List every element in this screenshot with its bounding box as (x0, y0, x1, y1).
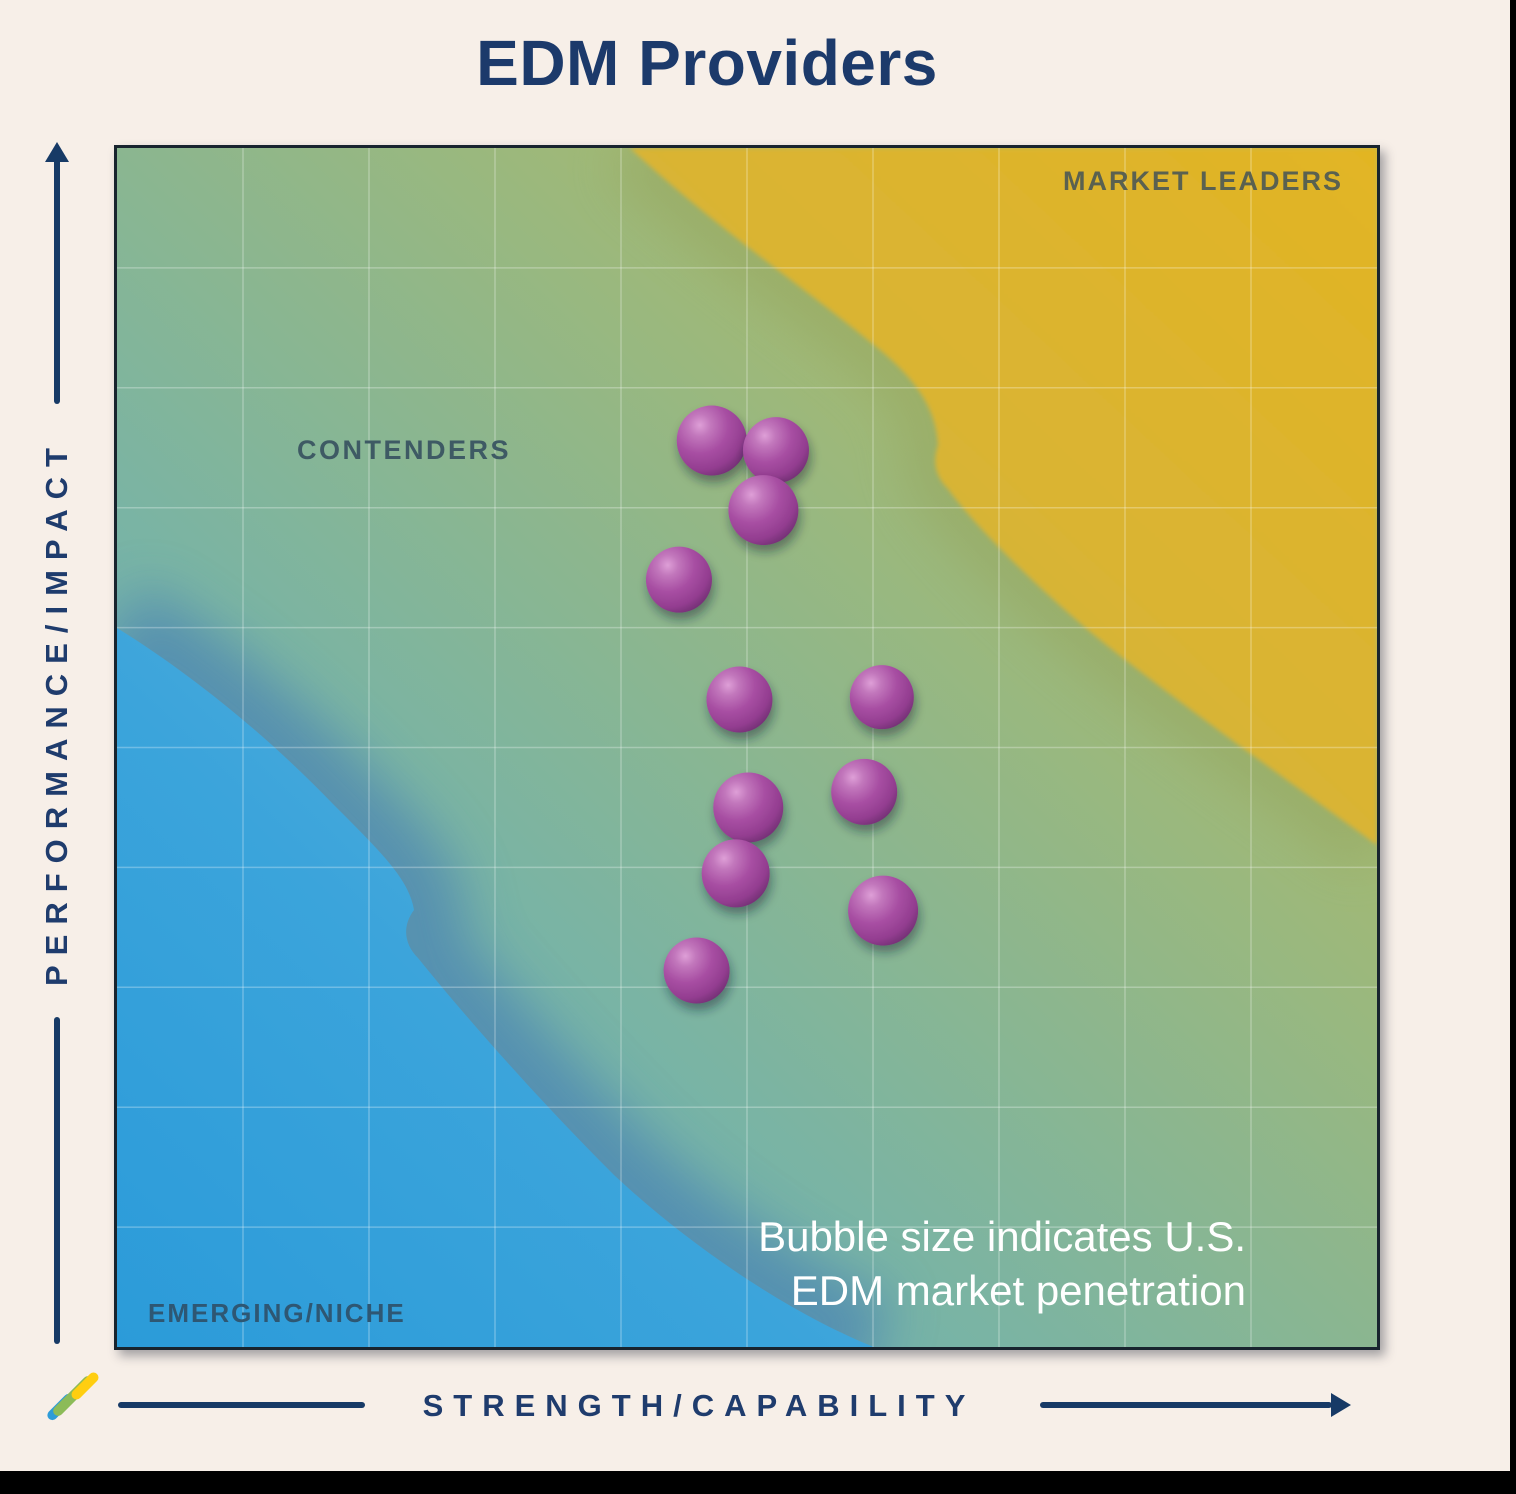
annotation-line-1: Bubble size indicates U.S. (758, 1213, 1246, 1260)
market-leaders-region (630, 148, 1377, 845)
provider-bubble (676, 405, 747, 476)
annotation-line-2: EDM market penetration (790, 1267, 1246, 1314)
y-axis-arrow-icon (45, 142, 69, 162)
page-title: EDM Providers (476, 27, 938, 99)
provider-bubble (849, 665, 914, 730)
provider-bubble (701, 839, 770, 908)
y-axis-line-top (54, 159, 60, 404)
provider-bubble (706, 666, 773, 733)
quadrant-label-emerging-niche: EMERGING/NICHE (148, 1298, 406, 1328)
quadrant-chart: MARKET LEADERS CONTENDERS EMERGING/NICHE… (114, 145, 1380, 1350)
quadrant-label-market-leaders: MARKET LEADERS (1062, 166, 1343, 196)
y-axis-line-bottom (54, 1017, 60, 1344)
provider-bubble (728, 475, 799, 546)
provider-bubble (713, 772, 784, 843)
emerging-niche-region (117, 628, 874, 1347)
x-axis-label: STRENGTH/CAPABILITY (422, 1388, 976, 1423)
chart-plot-area (117, 148, 1377, 1347)
x-axis-line-left (118, 1402, 365, 1408)
provider-bubble (645, 546, 712, 613)
provider-bubble (742, 417, 809, 484)
y-axis-label: PERFORMANCE/IMPACT (39, 438, 74, 986)
quadrant-label-contenders: CONTENDERS (297, 435, 512, 465)
x-axis-line-right (1040, 1402, 1332, 1408)
bubble-size-annotation: Bubble size indicates U.S. EDM market pe… (758, 1210, 1246, 1318)
provider-bubble (831, 758, 898, 825)
bubble-group (645, 405, 919, 1004)
provider-bubble (848, 875, 919, 946)
provider-bubble (663, 937, 730, 1004)
x-axis-arrow-icon (1331, 1393, 1351, 1417)
